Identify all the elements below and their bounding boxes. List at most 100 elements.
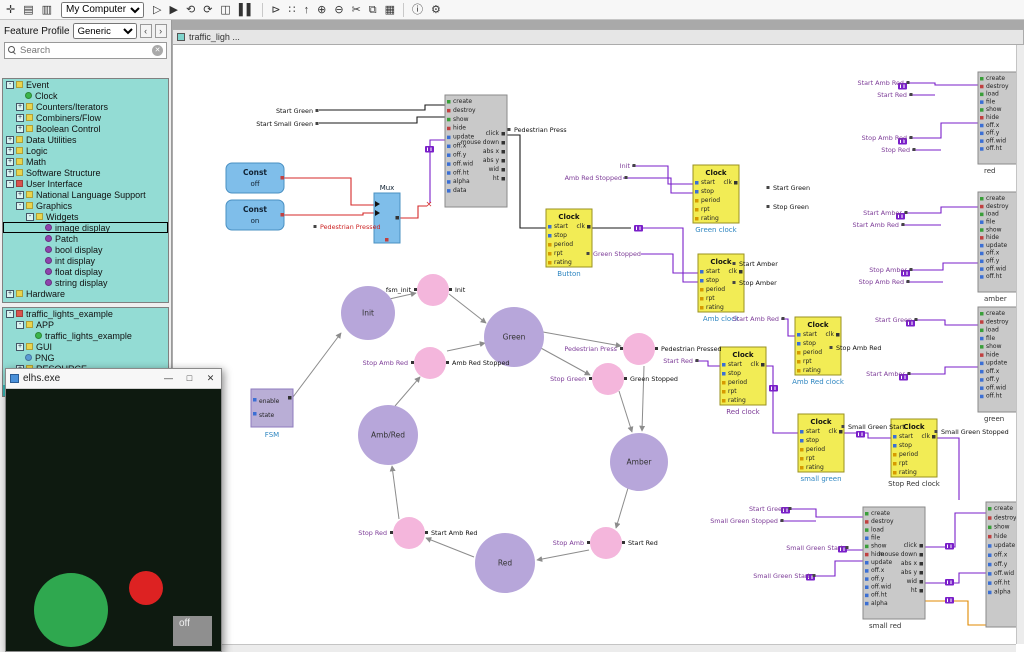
copy-button[interactable]: ⧉ bbox=[368, 3, 377, 16]
feature-tree-item-event[interactable]: -Event bbox=[3, 79, 168, 90]
connector-chip[interactable] bbox=[781, 507, 790, 514]
tree-expander[interactable]: + bbox=[16, 113, 24, 122]
feature-tree-item-data-utilities[interactable]: +Data Utilities bbox=[3, 134, 168, 145]
project-tree-item-png[interactable]: PNG bbox=[3, 352, 168, 363]
display-node-green[interactable]: createdestroyloadfileshowhideupdateoff.x… bbox=[977, 306, 1023, 423]
pan-tool-button[interactable]: ✛ bbox=[6, 3, 16, 16]
vertical-scrollbar[interactable] bbox=[1016, 45, 1024, 644]
redo-button[interactable]: ⟳ bbox=[203, 3, 213, 16]
tree-expander[interactable]: + bbox=[6, 146, 14, 155]
horizontal-scrollbar[interactable] bbox=[173, 644, 1016, 652]
close-button[interactable]: ✕ bbox=[206, 373, 215, 383]
tree-expander[interactable]: - bbox=[26, 212, 34, 221]
cut-button[interactable]: ✂ bbox=[351, 3, 361, 16]
connector-chip[interactable] bbox=[945, 597, 954, 604]
project-tree-item-traffic-lights-example[interactable]: traffic_lights_example bbox=[3, 330, 168, 341]
settings-button[interactable]: ⚙ bbox=[431, 3, 441, 16]
feature-tree-item-graphics[interactable]: -Graphics bbox=[3, 200, 168, 211]
feature-tree-item-math[interactable]: +Math bbox=[3, 156, 168, 167]
display-node[interactable]: createdestroyshowhideupdateoff.xoff.yoff… bbox=[444, 94, 508, 208]
feature-tree-item-user-interface[interactable]: -User Interface bbox=[3, 178, 168, 189]
project-tree-item-traffic-lights-example[interactable]: -traffic_lights_example bbox=[3, 308, 168, 319]
zoom-out-button[interactable]: ⊖ bbox=[334, 3, 344, 16]
paste-button[interactable]: ▦ bbox=[384, 3, 396, 16]
feature-tree-item-widgets[interactable]: -Widgets bbox=[3, 211, 168, 222]
state-node-amber[interactable]: Amber bbox=[610, 433, 668, 491]
connector-chip[interactable] bbox=[901, 270, 910, 277]
feature-tree-item-software-structure[interactable]: +Software Structure bbox=[3, 167, 168, 178]
connector-chip[interactable] bbox=[838, 546, 847, 553]
tree-expander[interactable]: + bbox=[6, 289, 14, 298]
window-button[interactable]: ◫ bbox=[220, 3, 231, 16]
feature-profile-select[interactable]: Generic bbox=[72, 23, 137, 39]
undo-button[interactable]: ⟲ bbox=[185, 3, 196, 16]
connector-chip[interactable] bbox=[425, 146, 434, 153]
mux-node[interactable]: Mux bbox=[373, 184, 401, 244]
tree-expander[interactable]: + bbox=[16, 342, 24, 351]
tree-expander[interactable]: + bbox=[16, 124, 24, 133]
feature-tree-item-combiners-flow[interactable]: +Combiners/Flow bbox=[3, 112, 168, 123]
connector-chip[interactable] bbox=[898, 138, 907, 145]
connector-chip[interactable] bbox=[945, 543, 954, 550]
feature-tree-item-patch[interactable]: Patch bbox=[3, 233, 168, 244]
computer-select[interactable]: My Computer bbox=[61, 1, 145, 18]
state-node-amb-red[interactable]: Amb/Red bbox=[358, 405, 418, 465]
feature-tree-item-counters-iterators[interactable]: +Counters/Iterators bbox=[3, 101, 168, 112]
feature-tree-item-national-language-support[interactable]: +National Language Support bbox=[3, 189, 168, 200]
tree-expander[interactable]: - bbox=[6, 309, 14, 318]
canvas-window-titlebar[interactable]: traffic_ligh ... bbox=[172, 29, 1024, 45]
connector-chip[interactable] bbox=[906, 320, 915, 327]
feature-tree-item-logic[interactable]: +Logic bbox=[3, 145, 168, 156]
connector-chip[interactable] bbox=[899, 374, 908, 381]
clear-search-icon[interactable]: ✕ bbox=[152, 45, 163, 56]
project-tree-item-app[interactable]: -APP bbox=[3, 319, 168, 330]
feature-tree-item-bool-display[interactable]: bool display bbox=[3, 244, 168, 255]
feature-tree-item-float-display[interactable]: float display bbox=[3, 266, 168, 277]
profile-prev-button[interactable]: ‹ bbox=[139, 24, 152, 38]
tree-expander[interactable]: - bbox=[16, 320, 24, 329]
zoom-in-button[interactable]: ⊕ bbox=[317, 3, 327, 16]
feature-tree-item-int-display[interactable]: int display bbox=[3, 255, 168, 266]
state-node-green[interactable]: Green bbox=[484, 307, 544, 367]
connector-chip[interactable] bbox=[769, 385, 778, 392]
open-file-button[interactable]: ▥ bbox=[41, 3, 53, 16]
connector-chip[interactable] bbox=[898, 83, 907, 90]
tree-expander[interactable]: - bbox=[6, 80, 14, 89]
node-view-button[interactable]: ∷ bbox=[288, 3, 296, 16]
display-node-small-red[interactable]: createdestroyloadfileshowhideupdateoff.x… bbox=[862, 506, 926, 630]
connector-chip[interactable] bbox=[945, 579, 954, 586]
tree-expander[interactable]: + bbox=[6, 135, 14, 144]
profile-next-button[interactable]: › bbox=[154, 24, 167, 38]
new-file-button[interactable]: ▤ bbox=[23, 3, 34, 16]
display-node-amber[interactable]: createdestroyloadfileshowhideupdateoff.x… bbox=[977, 191, 1023, 303]
tree-expander[interactable]: + bbox=[6, 168, 14, 177]
tree-expander[interactable]: + bbox=[16, 190, 24, 199]
connector-chip[interactable] bbox=[896, 213, 905, 220]
pause-button[interactable]: ▌▌ bbox=[238, 3, 255, 16]
maximize-button[interactable]: □ bbox=[186, 373, 193, 383]
minimize-button[interactable]: — bbox=[164, 373, 173, 383]
tree-expander[interactable]: + bbox=[16, 102, 24, 111]
tree-expander[interactable]: + bbox=[6, 157, 14, 166]
step-button[interactable]: ⊳ bbox=[271, 3, 281, 16]
state-node-init[interactable]: Init bbox=[341, 286, 395, 340]
project-tree-item-gui[interactable]: +GUI bbox=[3, 341, 168, 352]
run-button[interactable]: ▷ bbox=[153, 3, 162, 16]
state-node-red[interactable]: Red bbox=[475, 533, 535, 593]
feature-tree-item-image-display[interactable]: image display bbox=[3, 222, 168, 233]
popup-titlebar[interactable]: elhs.exe — □ ✕ bbox=[6, 369, 221, 389]
